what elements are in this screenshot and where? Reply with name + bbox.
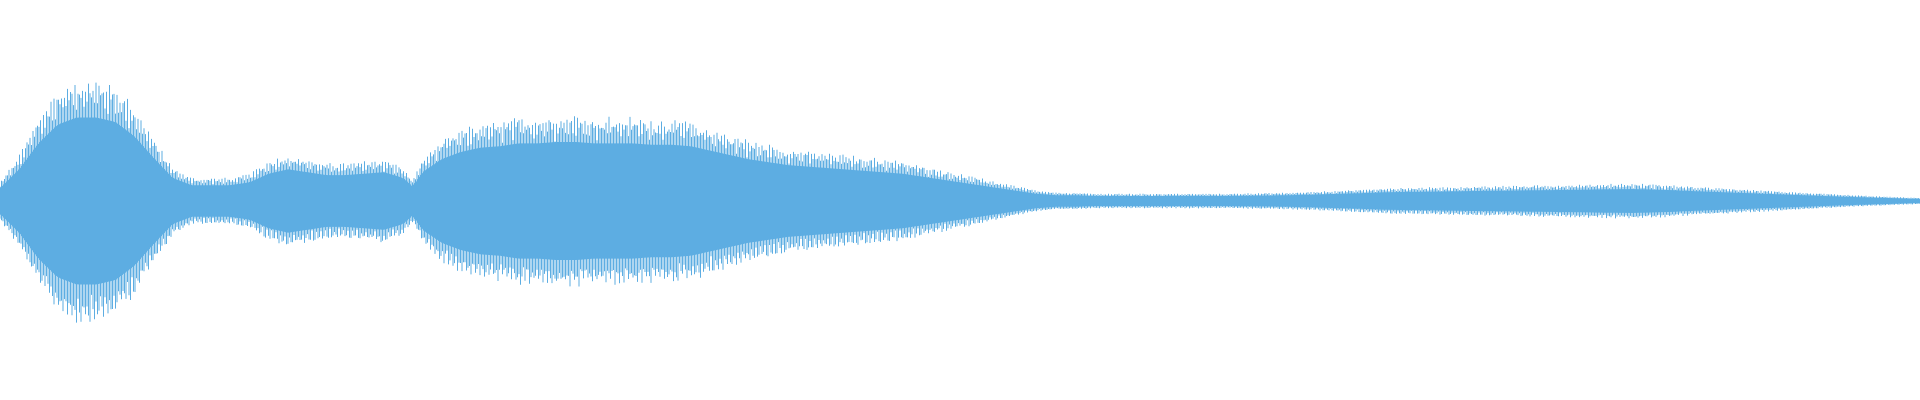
waveform-lines	[0, 82, 1920, 323]
waveform-core	[0, 117, 1920, 285]
